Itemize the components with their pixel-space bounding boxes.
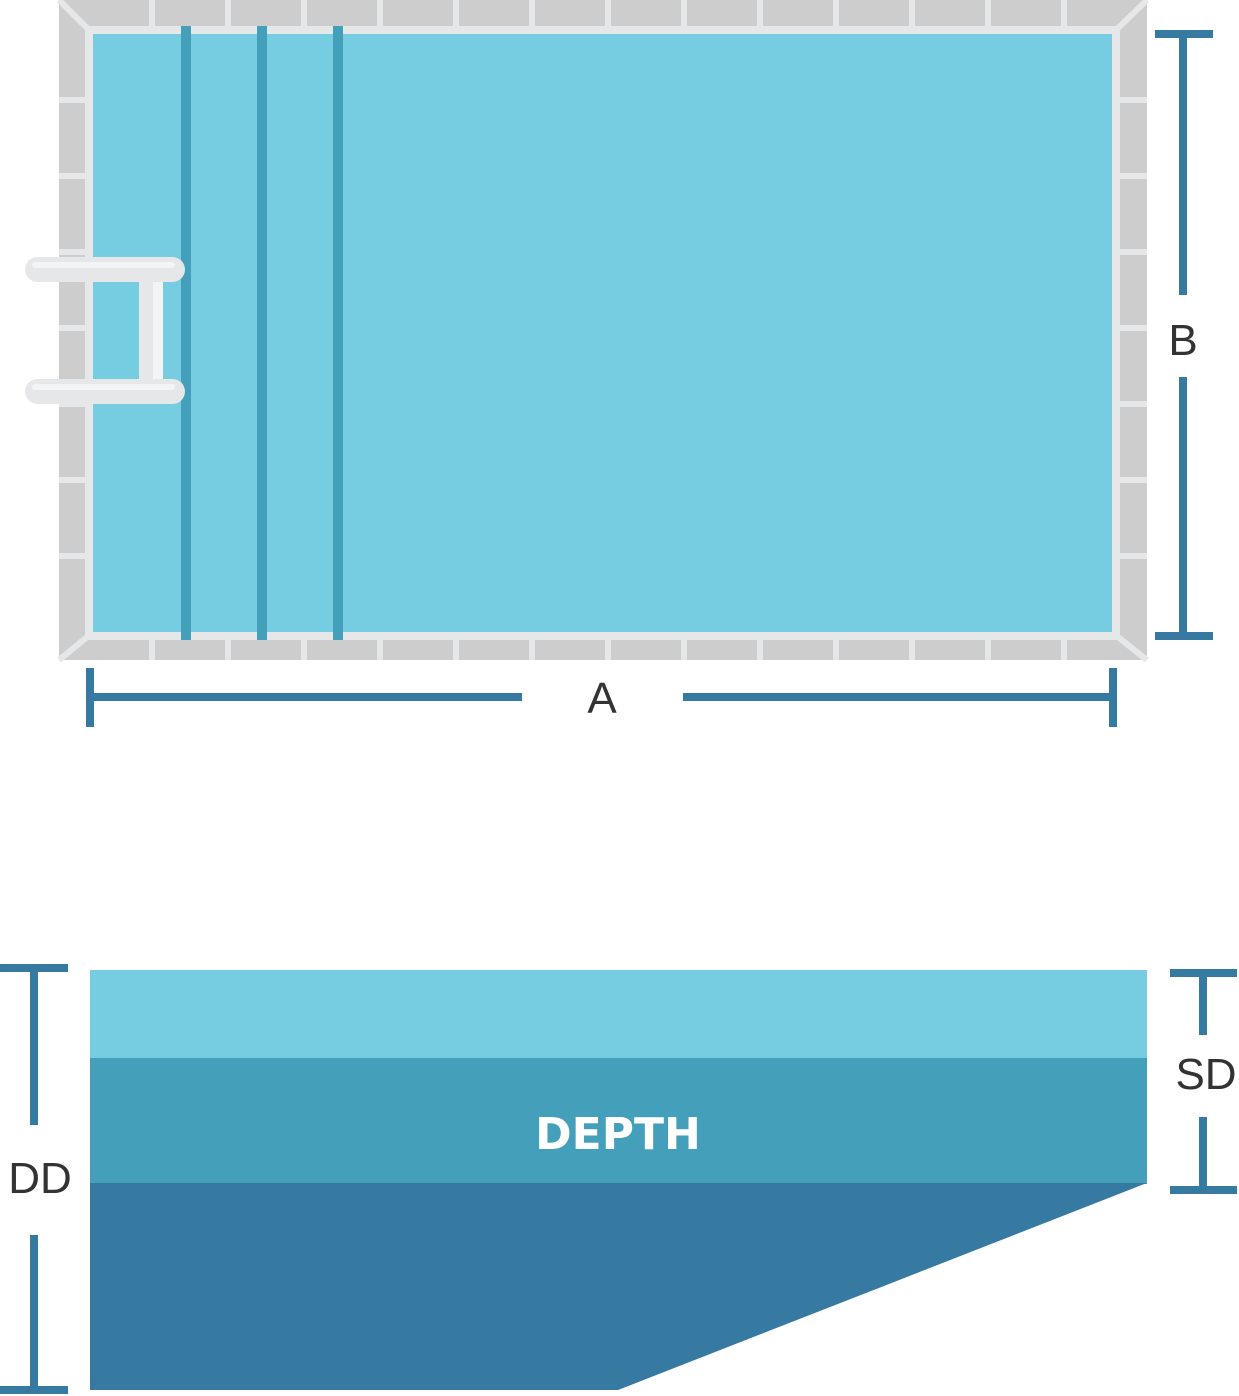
dimension-sd (1170, 969, 1237, 1194)
pool-water (93, 34, 1112, 632)
lane-line (333, 26, 343, 640)
dimension-a (86, 668, 1117, 727)
dimension-a-label: A (587, 674, 617, 723)
dimension-b-label: B (1168, 316, 1197, 365)
pool-top-view (25, 0, 1150, 663)
dimension-dd (0, 964, 68, 1394)
lane-line (181, 26, 191, 640)
ladder-icon (25, 257, 185, 404)
pool-side-view (90, 970, 1147, 1390)
depth-label: DEPTH (535, 1109, 701, 1160)
deep-slope (90, 1183, 1147, 1390)
lane-line (257, 26, 267, 640)
dimension-sd-label: SD (1175, 1050, 1236, 1099)
dimension-b (1155, 30, 1213, 640)
shallow-layer (90, 970, 1147, 1059)
dimension-dd-label: DD (8, 1154, 72, 1203)
middle-layer (90, 1058, 1147, 1184)
